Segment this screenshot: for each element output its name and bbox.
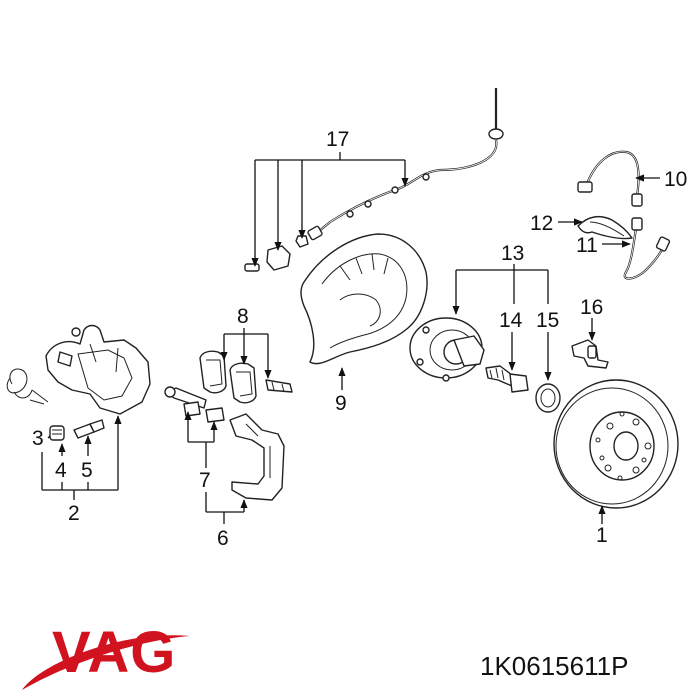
splash-shield bbox=[300, 233, 428, 365]
callout-9: 9 bbox=[335, 392, 347, 415]
callout-5: 5 bbox=[81, 459, 93, 482]
brake-disc bbox=[553, 379, 679, 509]
guide-pins bbox=[164, 386, 225, 423]
spring-clip bbox=[577, 215, 633, 240]
callout-8: 8 bbox=[237, 305, 249, 328]
abs-sensor-wire bbox=[307, 88, 504, 241]
callout-7: 7 bbox=[199, 469, 211, 492]
brake-flex-hose bbox=[577, 150, 643, 207]
callout-13: 13 bbox=[501, 242, 524, 265]
callout-15: 15 bbox=[536, 309, 559, 332]
callout-14: 14 bbox=[499, 309, 523, 332]
part-number: 1K0615611P bbox=[480, 651, 628, 681]
bleeder-screw bbox=[73, 419, 105, 439]
hub-cap bbox=[535, 383, 561, 413]
callout-labels: 1 2 3 4 5 6 7 8 9 10 11 12 13 14 15 16 1… bbox=[32, 128, 687, 550]
caliper-spring bbox=[6, 368, 49, 405]
callout-10: 10 bbox=[664, 168, 687, 191]
brake-caliper bbox=[45, 324, 151, 415]
callout-6: 6 bbox=[217, 527, 229, 550]
vag-logo: VAG bbox=[22, 620, 190, 690]
sensor-bracket bbox=[571, 339, 609, 369]
callout-1: 1 bbox=[596, 524, 608, 547]
vag-logo-text: VAG bbox=[52, 620, 176, 685]
callout-11: 11 bbox=[576, 234, 598, 257]
brake-line bbox=[623, 217, 671, 280]
caliper-carrier bbox=[229, 413, 285, 501]
callout-12: 12 bbox=[530, 212, 553, 235]
callout-16: 16 bbox=[580, 296, 603, 319]
brake-pads bbox=[199, 350, 293, 404]
callout-17: 17 bbox=[326, 128, 349, 151]
wheel-hub bbox=[409, 317, 485, 382]
callout-4: 4 bbox=[55, 459, 67, 482]
bleeder-cap bbox=[49, 425, 65, 441]
leader-lines bbox=[41, 152, 660, 524]
callout-2: 2 bbox=[68, 502, 80, 525]
callout-3: 3 bbox=[32, 427, 44, 450]
hub-bolt bbox=[485, 365, 529, 393]
